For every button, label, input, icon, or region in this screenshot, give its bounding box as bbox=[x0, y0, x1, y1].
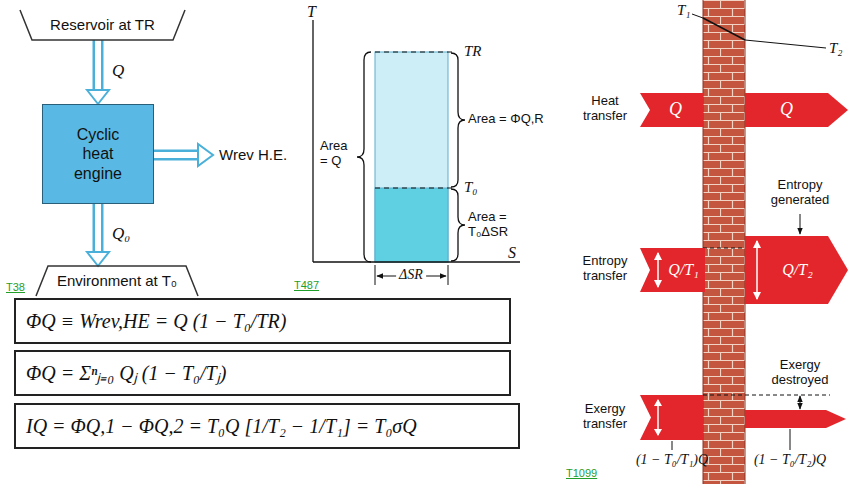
formula-text: ΦQ ≡ Wrev,HE = Q (1 − T₀/TR) bbox=[26, 309, 286, 333]
temperature-label: T₂ bbox=[829, 40, 843, 57]
node-text: Q/T₂ bbox=[782, 260, 812, 279]
dimension-label: ΔSR bbox=[396, 267, 426, 283]
figure-ref: T1099 bbox=[566, 467, 597, 480]
area-label: Area = T₀ΔSR bbox=[468, 210, 524, 240]
node-text: Cyclic heat engine bbox=[63, 125, 133, 183]
heat-arrow: Q bbox=[640, 93, 703, 127]
node-text: Q/T₁ bbox=[668, 260, 698, 279]
edge-label: Q₀ bbox=[112, 224, 130, 244]
figure-ref: T38 bbox=[6, 281, 25, 294]
axis-label: S bbox=[508, 244, 516, 262]
area-label: Area = Q bbox=[320, 139, 354, 169]
formula-text: IQ = ΦQ,1 − ΦQ,2 = T₀Q [1/T₂ − 1/T₁] = T… bbox=[26, 414, 417, 438]
node-text: Q bbox=[780, 99, 793, 121]
ts-diagram bbox=[313, 20, 520, 285]
arrow-head bbox=[87, 252, 109, 266]
axis-label: T bbox=[307, 3, 316, 21]
heat-flow-arrow bbox=[87, 40, 109, 104]
formula-box: ΦQ = Σⁿⱼ₌₀ Qⱼ (1 − T₀/Tⱼ) bbox=[14, 350, 511, 396]
edge-label: Q bbox=[112, 61, 124, 81]
arrow-head bbox=[87, 90, 109, 104]
formula-label: (1 − T₀/T₁)Q bbox=[636, 452, 708, 468]
work-arrow bbox=[154, 144, 213, 166]
exergy-arrows bbox=[640, 395, 846, 450]
entropy-arrow: Q/T₁ bbox=[640, 248, 705, 292]
node-text: Q bbox=[669, 99, 682, 121]
node-text: Environment at T₀ bbox=[57, 272, 177, 290]
area-label: Area = ΦQ,R bbox=[468, 112, 544, 127]
temperature-label: T₁ bbox=[677, 2, 691, 19]
row-label: Exergy transfer bbox=[576, 402, 634, 432]
work-label: Wrev H.E. bbox=[219, 146, 287, 163]
callout-label: Entropy generated bbox=[760, 178, 840, 208]
node-text: Reservoir at TR bbox=[50, 16, 155, 34]
temperature-label: T₀ bbox=[464, 179, 478, 196]
reservoir: Reservoir at TR bbox=[20, 10, 185, 40]
figure-ref: T487 bbox=[294, 279, 319, 292]
heat-arrow: Q bbox=[745, 93, 848, 127]
heat-engine-box: Cyclic heat engine bbox=[42, 104, 154, 204]
heat-flow-arrow bbox=[87, 204, 109, 266]
callout-label: Exergy destroyed bbox=[760, 358, 840, 388]
row-label: Heat transfer bbox=[576, 94, 634, 124]
environment: Environment at T₀ bbox=[36, 266, 198, 296]
formula-box: IQ = ΦQ,1 − ΦQ,2 = T₀Q [1/T₂ − 1/T₁] = T… bbox=[14, 403, 520, 449]
formula-box: ΦQ ≡ Wrev,HE = Q (1 − T₀/TR) bbox=[14, 298, 511, 344]
formula-label: (1 − T₀/T₂)Q bbox=[754, 452, 826, 468]
entropy-arrow: Q/T₂ bbox=[745, 236, 848, 304]
heat-arrow-outline bbox=[745, 93, 848, 127]
temperature-label: TR bbox=[464, 43, 482, 60]
row-label: Entropy transfer bbox=[576, 254, 634, 284]
formula-text: ΦQ = Σⁿⱼ₌₀ Qⱼ (1 − T₀/Tⱼ) bbox=[26, 361, 226, 385]
